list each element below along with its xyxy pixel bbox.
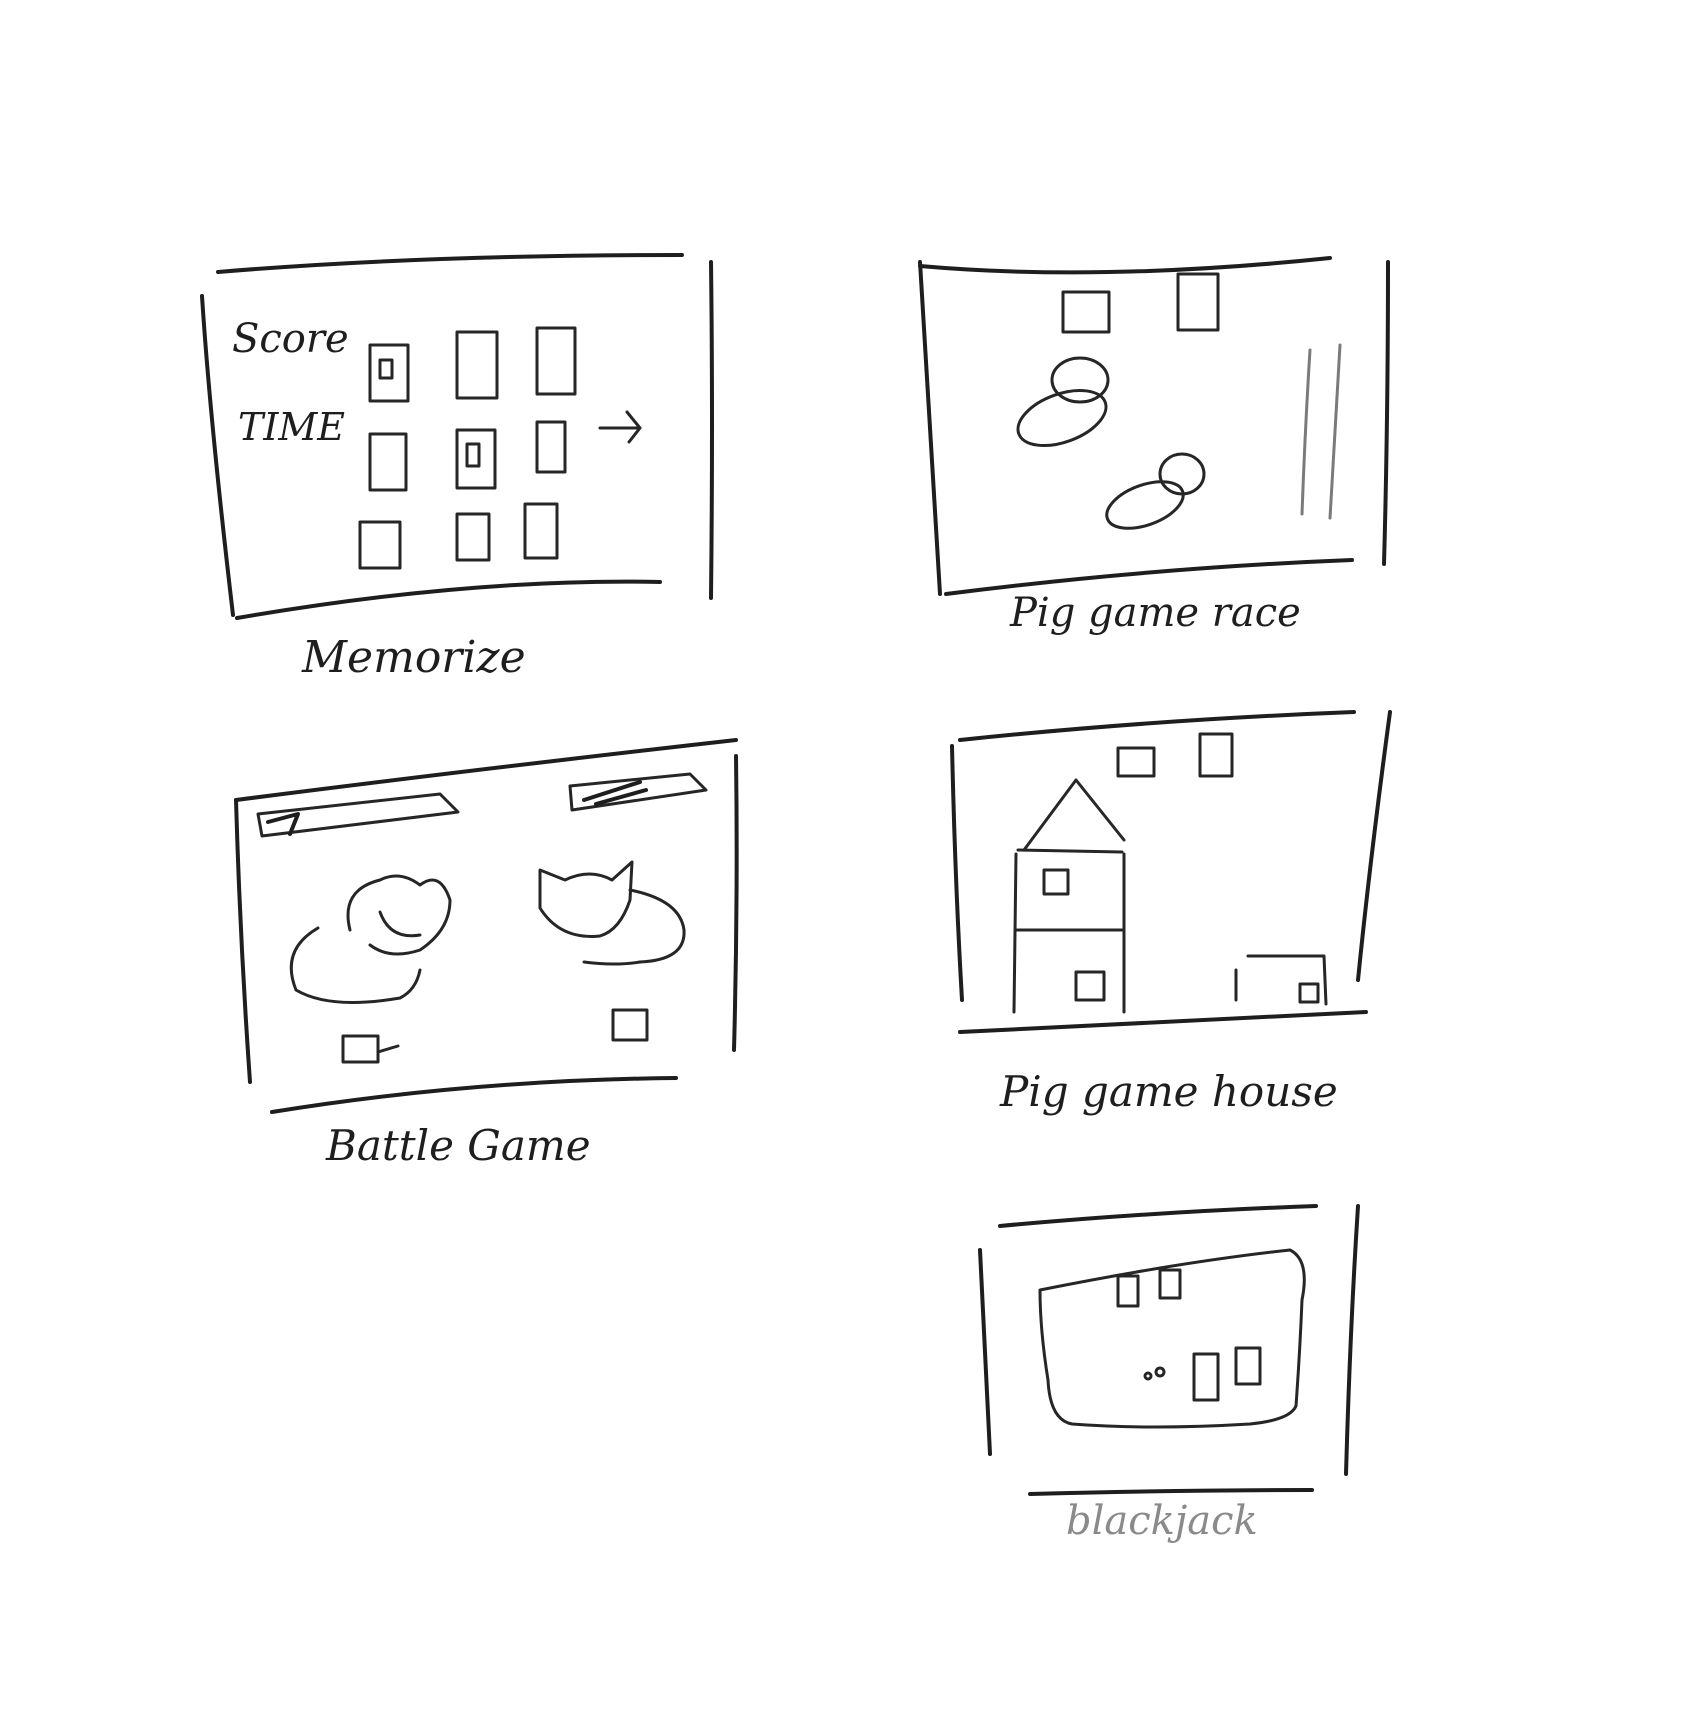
memory-card — [368, 343, 410, 403]
opponent-cards — [1116, 732, 1234, 778]
memory-card — [535, 326, 577, 396]
memory-card — [535, 420, 567, 474]
opponent-cards — [1061, 272, 1220, 334]
card — [1198, 732, 1234, 778]
sketch-caption: Pig game house — [999, 1067, 1338, 1116]
sketch-pig-game-race: Pig game race — [918, 256, 1390, 636]
player-health-bar — [256, 792, 460, 838]
pig-pen — [1234, 954, 1328, 1006]
sketch-caption: Pig game race — [1009, 590, 1301, 636]
card — [1176, 272, 1220, 332]
memory-card — [358, 520, 402, 570]
next-arrow-icon — [598, 410, 642, 444]
player-hand — [1143, 1346, 1262, 1402]
card — [1158, 1268, 1182, 1300]
memory-card — [455, 428, 497, 490]
sketch-frame — [200, 253, 714, 620]
sketch-caption: blackjack — [1066, 1498, 1258, 1544]
house — [1012, 778, 1126, 1014]
mouse-fighter — [289, 874, 452, 1004]
sketch-frame — [950, 710, 1392, 1034]
card — [1116, 746, 1156, 778]
memory-card — [368, 432, 408, 492]
window — [1042, 868, 1070, 896]
sketch-battle-game: Battle Game — [234, 738, 739, 1170]
card — [1298, 982, 1320, 1004]
memory-card — [455, 512, 491, 562]
card-table — [1038, 1248, 1306, 1429]
pig-racer — [1016, 356, 1110, 447]
action-buttons — [341, 1008, 649, 1064]
sketch-caption: Battle Game — [325, 1121, 591, 1170]
sketch-pig-game-house: Pig game house — [950, 710, 1392, 1116]
time-label: TIME — [238, 405, 345, 449]
memory-card — [523, 502, 559, 560]
card — [611, 1008, 649, 1042]
card — [1061, 290, 1111, 334]
pig-racer — [1105, 452, 1206, 530]
card — [1116, 1274, 1140, 1308]
card — [341, 1034, 380, 1064]
memory-card-symbol — [465, 442, 481, 468]
card — [1234, 1346, 1262, 1386]
score-label: Score — [232, 316, 349, 362]
chip — [1154, 1366, 1166, 1378]
memory-card — [455, 330, 499, 400]
dealer-hand — [1116, 1268, 1182, 1308]
memory-card-symbol — [378, 358, 394, 380]
sketch-frame — [918, 256, 1390, 596]
sketch-frame — [978, 1204, 1360, 1496]
cat-fighter — [538, 860, 686, 966]
enemy-health-bar — [568, 772, 708, 812]
chip — [1143, 1371, 1153, 1381]
sketch-frame — [234, 738, 739, 1114]
card — [1192, 1352, 1220, 1402]
sketch-memorize: Score TIME Memorize — [200, 253, 714, 683]
window — [1074, 970, 1106, 1002]
race-track-lane — [1300, 343, 1342, 520]
sketch-caption: Memorize — [301, 632, 526, 683]
memory-card-grid — [358, 326, 577, 570]
sketch-blackjack: blackjack — [978, 1204, 1360, 1544]
